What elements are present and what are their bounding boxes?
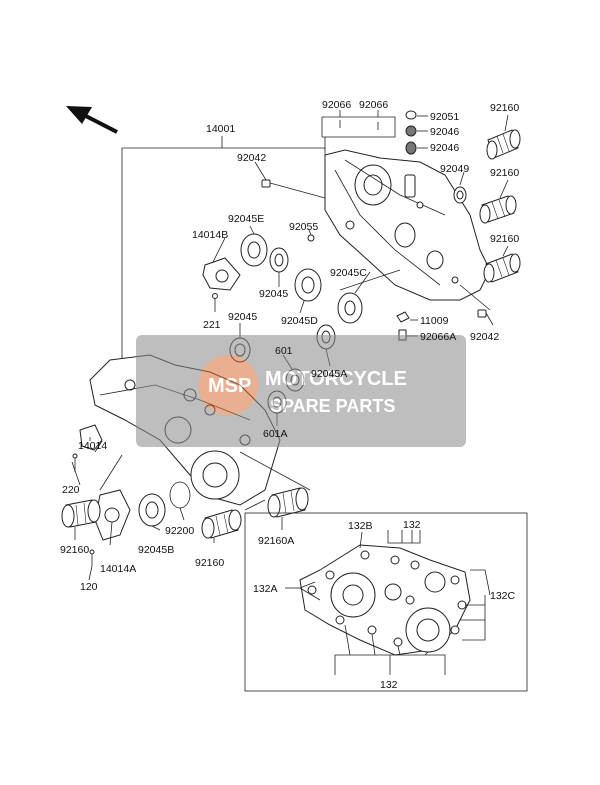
label-14001: 14001 [206, 123, 235, 135]
label-221: 221 [203, 319, 221, 331]
label-132: 132 [403, 519, 421, 531]
needle-bearing-92160-low [483, 253, 521, 283]
label-92160-a: 92160 [490, 102, 519, 114]
label-601A: 601A [263, 428, 288, 440]
bearing-92045E [240, 233, 268, 267]
part-11009 [396, 311, 410, 323]
label-92049: 92049 [440, 163, 469, 175]
plate-14014A [94, 489, 131, 541]
label-92045A: 92045A [311, 368, 347, 380]
plate-14014B [202, 257, 241, 312]
label-92055: 92055 [289, 221, 318, 233]
label-120: 120 [80, 581, 98, 593]
label-92045-mid: 92045 [259, 288, 288, 300]
bearing-92045B [138, 493, 166, 527]
plug-92055 [307, 234, 315, 242]
needle-bearing-92160-mid [479, 195, 517, 224]
bearing-92045D [294, 268, 322, 302]
label-14014: 14014 [78, 440, 107, 452]
label-92160A: 92160A [258, 535, 294, 547]
label-132A: 132A [253, 583, 278, 595]
pin-92042-top [261, 179, 271, 188]
bolt-layout-inset [244, 512, 528, 692]
label-14014B: 14014B [192, 229, 228, 241]
label-220: 220 [62, 484, 80, 496]
label-92160-d: 92160 [60, 544, 89, 556]
watermark-word1: MOTORCYCLE [265, 368, 407, 390]
bolt-221 [212, 293, 218, 299]
label-14014A: 14014A [100, 563, 136, 575]
pin-92042-right [477, 309, 487, 318]
label-92066A: 92066A [420, 331, 456, 343]
label-92160-e: 92160 [195, 557, 224, 569]
label-132C: 132C [490, 590, 516, 602]
screw-92066-pair [339, 120, 379, 130]
label-92160-b: 92160 [490, 167, 519, 179]
label-92042-b: 92042 [470, 331, 499, 343]
label-132B: 132B [348, 520, 373, 532]
label-92066-b: 92066 [359, 99, 388, 111]
bearing-92045 [269, 247, 289, 273]
plate-14014 [79, 424, 103, 451]
bracket-92066 [321, 110, 396, 150]
label-92045D: 92045D [281, 315, 318, 327]
oring-92046-b [405, 141, 417, 155]
label-11009: 11009 [420, 315, 449, 327]
watermark-logo: MSP [208, 375, 251, 397]
bearing-92045C [337, 292, 363, 324]
label-92045-top-left: 92045 [228, 311, 257, 323]
bolt-220 [72, 453, 78, 472]
label-92066-a: 92066 [322, 99, 351, 111]
label-92045C: 92045C [330, 267, 367, 279]
label-92046-a: 92046 [430, 126, 459, 138]
label-132-bottom: 132 [380, 679, 398, 691]
label-92045B: 92045B [138, 544, 174, 556]
part-labels: 14001 92066 92066 92051 92046 92046 9216… [60, 99, 519, 691]
needle-bearing-92160-top [486, 129, 521, 160]
label-92160-c: 92160 [490, 233, 519, 245]
needle-bearing-92160-bottom [201, 509, 242, 539]
label-601: 601 [275, 345, 293, 357]
watermark-word2: SPARE PARTS [270, 396, 395, 416]
label-92200: 92200 [165, 525, 194, 537]
needle-bearing-92160A [267, 487, 309, 518]
bolt-120 [89, 549, 95, 566]
nut-92051 [405, 110, 417, 120]
label-92046-b: 92046 [430, 142, 459, 154]
label-92042-a: 92042 [237, 152, 266, 164]
circlip-92200 [169, 481, 191, 509]
front-direction-arrow-icon [66, 106, 118, 134]
label-92045E: 92045E [228, 213, 264, 225]
watermark: MSP MOTORCYCLE SPARE PARTS [136, 335, 466, 447]
seal-92049 [453, 186, 467, 204]
label-92051: 92051 [430, 111, 459, 123]
oring-92046-a [405, 125, 417, 137]
needle-bearing-92160-left [61, 499, 101, 528]
upper-crankcase-half [324, 149, 491, 301]
